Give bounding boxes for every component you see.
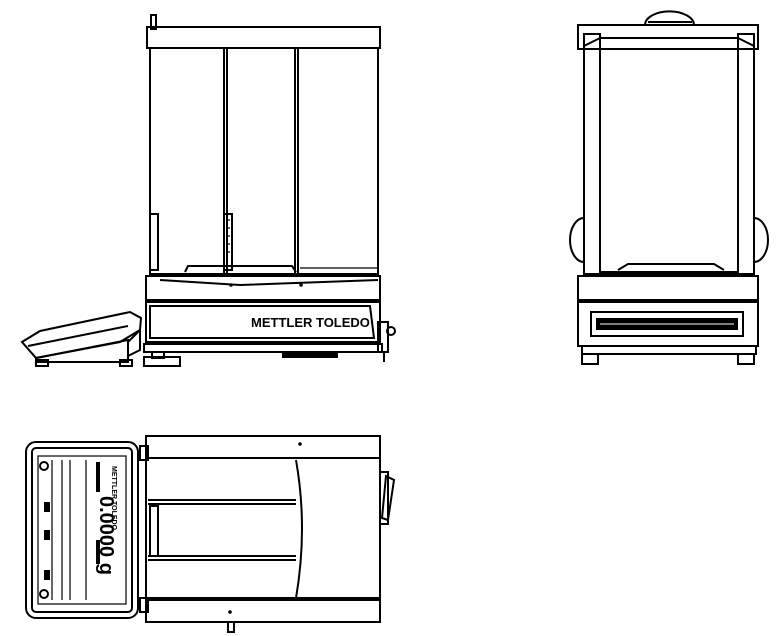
- brand-label-terminal: METTLER TOLEDO: [110, 466, 117, 531]
- top-knob: [150, 14, 157, 30]
- balance-top-body: [145, 435, 381, 623]
- glass-front: [599, 37, 739, 273]
- door-handle-left: [149, 213, 159, 271]
- door-curve: [295, 459, 303, 599]
- draft-shield: [149, 47, 379, 275]
- front-display-strip: [590, 311, 744, 337]
- side-handle-left: [569, 217, 585, 263]
- connector-strip: [282, 352, 338, 358]
- terminal-side: [20, 310, 143, 367]
- brand-label-side: METTLER TOLEDO: [251, 315, 370, 330]
- foot-left: [143, 356, 181, 367]
- top-view: METTLER TOLEDO 0.0000 g: [25, 435, 396, 633]
- display-reading: 0.0000 g: [95, 496, 117, 575]
- top-cover-front: [577, 24, 759, 50]
- door-handle-top: [149, 505, 159, 557]
- front-view: [569, 10, 769, 365]
- pillar-right: [737, 33, 755, 275]
- side-handle-right: [753, 217, 769, 263]
- top-handle-front: [644, 10, 695, 26]
- top-cover: [146, 26, 381, 49]
- base-upper: [145, 275, 381, 301]
- foot-front-left: [581, 353, 599, 365]
- base-upper-front: [577, 275, 759, 301]
- terminal-top: [25, 441, 139, 619]
- bottom-plate: [143, 343, 383, 353]
- pillar-left: [583, 33, 601, 275]
- door-handle-center: [223, 213, 233, 271]
- side-view: METTLER TOLEDO: [20, 14, 396, 367]
- foot-front-right: [737, 353, 755, 365]
